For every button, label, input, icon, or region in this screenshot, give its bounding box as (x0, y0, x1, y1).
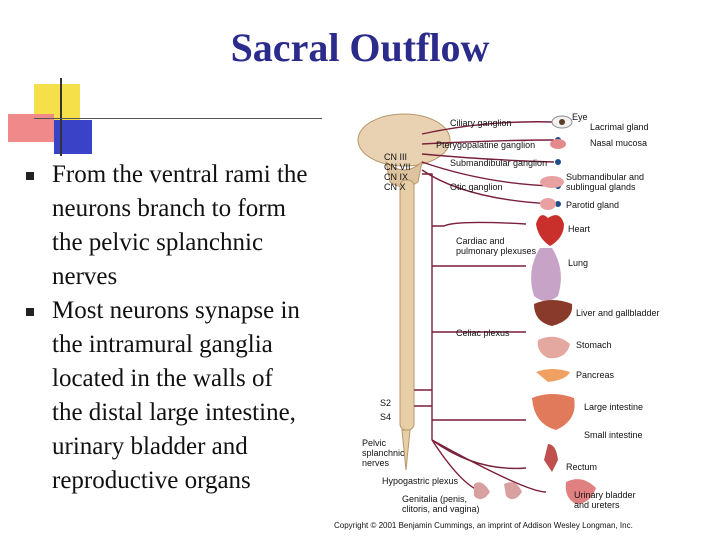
copyright-text: Copyright © 2001 Benjamin Cummings, an i… (334, 521, 633, 530)
label-cn7: CN VII (384, 162, 411, 172)
label-pelvic: Pelvic (362, 438, 387, 448)
lung-icon (531, 248, 561, 301)
label-liver: Liver and gallbladder (576, 308, 660, 318)
label-pulmonary: pulmonary plexuses (456, 246, 537, 256)
label-hypogastric: Hypogastric plexus (382, 476, 459, 486)
label-stomach: Stomach (576, 340, 612, 350)
bullet-list: From the ventral rami the neurons branch… (24, 158, 309, 498)
gland-icon (540, 176, 564, 188)
label-ciliary: Ciliary ganglion (450, 118, 512, 128)
label-rectum: Rectum (566, 462, 597, 472)
label-s4: S4 (380, 412, 391, 422)
pancreas-icon (536, 369, 570, 382)
genitalia-male-icon (474, 482, 490, 500)
label-otic: Otic ganglion (450, 182, 503, 192)
liver-icon (534, 300, 573, 326)
label-ureters: and ureters (574, 500, 620, 510)
intestine-icon (532, 394, 575, 430)
decor-vertical-line (60, 78, 62, 156)
bullet-text: From the ventral rami the neurons branch… (52, 161, 308, 290)
label-bladder: Urinary bladder (574, 490, 636, 500)
label-cardiac: Cardiac and (456, 236, 505, 246)
spinal-cord-icon (399, 179, 415, 431)
figure-svg: Ciliary ganglion Eye Lacrimal gland Pter… (326, 100, 706, 536)
stomach-icon (537, 336, 570, 359)
label-splanchnic: splanchnic (362, 448, 405, 458)
label-s2: S2 (380, 398, 391, 408)
rectum-icon (544, 444, 558, 472)
bullet-square-icon (26, 172, 34, 180)
label-pancreas: Pancreas (576, 370, 615, 380)
label-cn10: CN X (384, 182, 406, 192)
label-cn3: CN III (384, 152, 407, 162)
decor-horizontal-line (34, 118, 322, 119)
label-lacrimal: Lacrimal gland (590, 122, 649, 132)
label-nasal: Nasal mucosa (590, 138, 647, 148)
label-eye: Eye (572, 112, 588, 122)
parotid-icon (540, 198, 556, 210)
bullet-item: From the ventral rami the neurons branch… (24, 158, 309, 294)
brainstem-icon (385, 160, 423, 188)
label-cn9: CN IX (384, 172, 408, 182)
bullet-square-icon (26, 308, 34, 316)
genitalia-female-icon (504, 482, 522, 500)
label-parotid: Parotid gland (566, 200, 619, 210)
bladder-icon (565, 479, 596, 504)
label-genitalia: Genitalia (penis, (402, 494, 467, 504)
brain-icon (357, 113, 451, 167)
bullet-text: Most neurons synapse in the intramural g… (52, 297, 300, 494)
label-celiac: Celiac plexus (456, 328, 510, 338)
slide-title: Sacral Outflow (230, 25, 490, 70)
bullet-item: Most neurons synapse in the intramural g… (24, 294, 309, 498)
label-large-intestine: Large intestine (584, 402, 643, 412)
label-lung: Lung (568, 258, 588, 268)
label-nerves: nerves (362, 458, 390, 468)
label-pterygopalatine: Pterygopalatine ganglion (436, 140, 535, 150)
label-submandibular-glands: Submandibular and (566, 172, 644, 182)
heart-icon (536, 215, 564, 246)
label-submandibular-ganglion: Submandibular ganglion (450, 158, 547, 168)
nervous-system-figure: Ciliary ganglion Eye Lacrimal gland Pter… (326, 100, 706, 536)
label-small-intestine: Small intestine (584, 430, 643, 440)
label-genitalia-2: clitoris, and vagina) (402, 504, 480, 514)
label-heart: Heart (568, 224, 591, 234)
nasal-mucosa-icon (550, 139, 566, 149)
label-sublingual-glands: sublingual glands (566, 182, 636, 192)
